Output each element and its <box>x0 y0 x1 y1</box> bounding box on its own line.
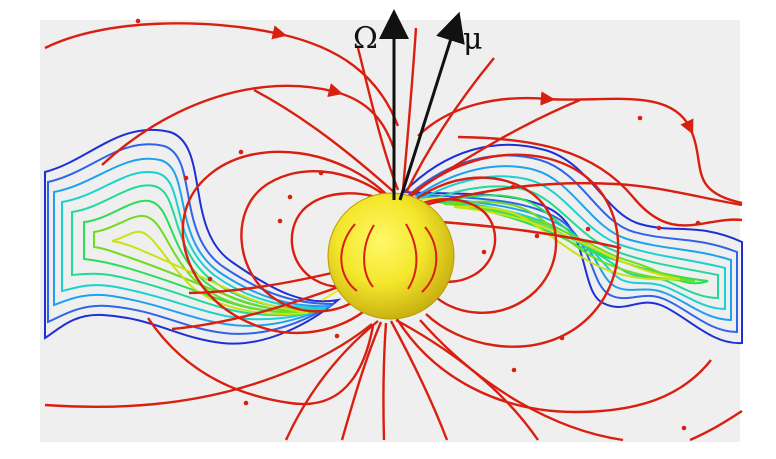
field-line-bottom-right <box>419 319 624 442</box>
field-marker-4 <box>238 149 244 155</box>
field-marker-15 <box>637 115 643 121</box>
star-sphere-icon <box>327 192 455 320</box>
field-line-down-2 <box>382 322 388 441</box>
star-surface-line-4 <box>421 226 438 293</box>
field-marker-2 <box>183 175 189 181</box>
field-line-up-5 <box>408 98 581 197</box>
contour-left-outer <box>44 128 342 345</box>
field-line-loop-right-1 <box>403 153 620 348</box>
field-line-down-5 <box>395 318 539 441</box>
field-marker-1 <box>135 18 141 24</box>
field-line-right-1 <box>420 181 743 208</box>
field-lines <box>44 22 743 442</box>
mu-label: μ <box>463 22 483 57</box>
field-marker-16 <box>243 400 249 406</box>
field-line-right-2 <box>428 219 622 250</box>
field-marker-18 <box>511 367 517 373</box>
field-line-outer-right <box>457 135 743 227</box>
mu-axis-arrow-icon <box>398 11 465 201</box>
contour-left-4 <box>61 170 327 321</box>
field-line-down-1 <box>340 321 383 441</box>
field-line-down-4 <box>284 320 379 441</box>
star-surface-line-2 <box>363 224 375 288</box>
field-line-up-3 <box>404 57 495 194</box>
field-line-loop-left-2 <box>240 170 396 313</box>
field-line-lower-left <box>44 323 373 408</box>
omega-label: Ω <box>353 21 378 56</box>
field-line-loop-left-1 <box>181 150 396 335</box>
field-marker-10 <box>510 184 516 190</box>
star-surface-line-1 <box>340 223 358 292</box>
field-marker-14 <box>695 220 701 226</box>
contour-left-3 <box>53 157 331 327</box>
contour-right-6 <box>436 194 709 285</box>
field-marker-6 <box>287 194 293 200</box>
field-line-up-4 <box>253 88 396 194</box>
field-marker-19 <box>559 335 565 341</box>
field-line-up-2 <box>401 27 418 191</box>
contour-left-5 <box>71 184 323 317</box>
field-line-lower-right <box>395 318 712 414</box>
field-line-top-right <box>417 91 743 205</box>
field-marker-11 <box>534 233 540 239</box>
field-line-bottom-edge <box>689 409 743 442</box>
field-marker-5 <box>277 218 283 224</box>
field-marker-7 <box>318 170 324 176</box>
field-marker-13 <box>656 225 662 231</box>
field-marker-20 <box>681 425 687 431</box>
field-line-down-3 <box>389 320 449 441</box>
field-line-lower-mid <box>147 317 375 406</box>
contour-left-2 <box>47 143 337 335</box>
star-group <box>327 192 455 320</box>
field-line-top-left <box>44 22 400 127</box>
star-surface-line-3 <box>405 223 418 290</box>
contour-right-outer <box>401 143 743 345</box>
field-marker-9 <box>481 249 487 255</box>
field-marker-12 <box>585 226 591 232</box>
field-marker-3 <box>207 276 213 282</box>
contour-right-2 <box>407 154 738 334</box>
field-marker-17 <box>334 333 340 339</box>
contour-left-core <box>111 230 309 315</box>
field-line-mid-left <box>101 83 396 166</box>
contour-right-core <box>453 205 681 281</box>
field-line-markers <box>135 18 701 431</box>
